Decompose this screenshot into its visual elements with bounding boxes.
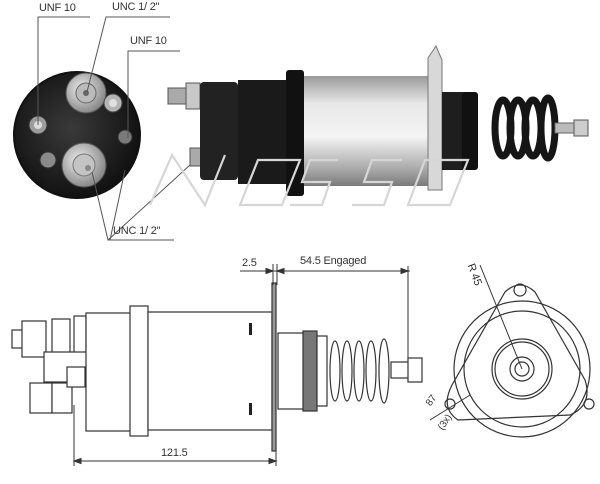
photo-end-view: [13, 71, 141, 199]
dim-flange-thickness: 2.5: [242, 257, 257, 269]
dim-stroke-engaged: 54.5 Engaged: [300, 255, 367, 267]
watermark-logo: [148, 152, 470, 208]
label-unc-half-top: UNC 1/ 2": [112, 1, 160, 13]
label-unf10-right: UNF 10: [130, 35, 167, 47]
dimension-lines: [72, 264, 410, 466]
photo-side-view: [167, 44, 589, 196]
label-leaders: [37, 16, 191, 241]
label-unc-half-bottom: UNC 1/ 2": [113, 225, 161, 237]
label-unf10-top: UNF 10: [39, 2, 76, 14]
drawing-end-view: [429, 264, 595, 438]
dim-overall-length: 121.5: [161, 447, 188, 459]
drawing-side-view: [11, 282, 423, 452]
